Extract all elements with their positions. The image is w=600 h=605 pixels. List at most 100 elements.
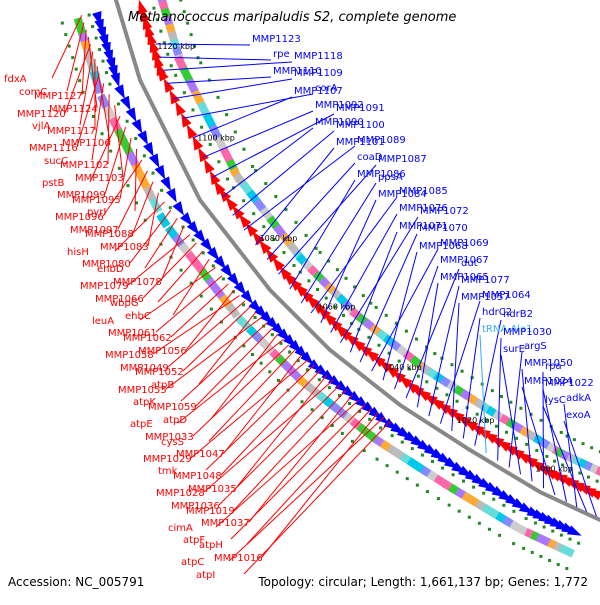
gene-leader-line <box>311 197 397 313</box>
gene-leader-line <box>231 404 365 539</box>
forward-gene-label: MMP1048 <box>173 471 222 482</box>
scale-tick-dot <box>375 306 378 309</box>
reverse-gene-label: ppsA <box>378 172 403 183</box>
scale-tick-dot <box>301 400 304 403</box>
forward-gene-label: MMP1120 <box>17 109 66 120</box>
gene-leader-line <box>67 22 84 91</box>
reverse-gene-label: MMP1030 <box>503 327 552 338</box>
forward-gene-label: atpI <box>196 570 215 581</box>
scale-tick-dot <box>445 393 448 396</box>
scale-tick-dot <box>268 370 271 373</box>
scale-tick-dot <box>274 195 277 198</box>
scale-tick-dot <box>348 402 351 405</box>
reverse-gene-label: MMP1068 <box>419 241 468 252</box>
scale-tick-dot <box>512 510 515 513</box>
scale-tick-dot <box>421 454 424 457</box>
gene-leader-line <box>156 276 222 332</box>
scale-tick-label: 1060 kbp <box>318 303 356 312</box>
scale-tick-dot <box>406 477 409 480</box>
scale-tick-dot <box>462 480 465 483</box>
scale-tick-dot <box>109 150 112 153</box>
forward-gene-label: MMP1028 <box>156 488 205 499</box>
scale-tick-dot <box>271 333 274 336</box>
reverse-gene-label: lysC <box>545 395 566 406</box>
scale-tick-dot <box>461 370 464 373</box>
scale-tick-dot <box>569 538 572 541</box>
scale-tick-dot <box>288 351 291 354</box>
scale-tick-dot <box>500 395 503 398</box>
scale-tick-dot <box>108 83 111 86</box>
forward-gene-label: MMP1059 <box>148 402 197 413</box>
scale-tick-dot <box>217 160 220 163</box>
scale-tick-dot <box>179 0 182 2</box>
reverse-gene-label: dut <box>461 258 478 269</box>
reverse-gene-label: MMP1077 <box>461 275 510 286</box>
reverse-gene-label: rpe <box>273 49 290 60</box>
reverse-gene-label: MMP1070 <box>419 223 468 234</box>
reverse-gene-arrow <box>110 72 119 87</box>
scale-tick-dot <box>282 251 285 254</box>
gene-leader-line <box>236 375 327 488</box>
scale-tick-dot <box>209 143 212 146</box>
scale-tick-dot <box>376 458 379 461</box>
scale-tick-dot <box>448 504 451 507</box>
gene-leader-line <box>267 163 355 260</box>
scale-tick-dot <box>519 407 522 410</box>
gene-leader-line <box>229 417 384 561</box>
scale-tick-dot <box>545 455 548 458</box>
scale-tick-dot <box>260 362 263 365</box>
scale-tick-dot <box>557 563 560 566</box>
scale-tick-dot <box>488 528 491 531</box>
scale-tick-dot <box>71 56 74 59</box>
scale-tick-dot <box>118 167 121 170</box>
reverse-gene-label: MMP1100 <box>336 120 385 131</box>
gene-leader-line <box>186 290 234 350</box>
reverse-gene-arrow <box>132 119 143 134</box>
scale-tick-dot <box>91 25 94 28</box>
scale-tick-dot <box>180 269 183 272</box>
scale-tick-dot <box>64 33 67 36</box>
scale-tick-dot <box>200 126 203 129</box>
scale-tick-dot <box>560 431 563 434</box>
topology-text: Topology: circular; Length: 1,661,137 bp… <box>258 575 588 589</box>
forward-gene-arrow <box>181 113 192 128</box>
scale-tick-dot <box>573 438 576 441</box>
scale-tick-dot <box>254 316 257 319</box>
scale-tick-dot <box>431 460 434 463</box>
scale-tick-dot <box>548 559 551 562</box>
scale-tick-dot <box>305 234 308 237</box>
scale-tick-dot <box>385 314 388 317</box>
scale-tick-dot <box>492 498 495 501</box>
scale-tick-dot <box>509 401 512 404</box>
scale-tick-dot <box>415 338 418 341</box>
scale-tick-dot <box>328 386 331 389</box>
scale-tick-dot <box>401 441 404 444</box>
forward-gene-label: MMP1102 <box>60 160 109 171</box>
scale-tick-label: 1080 kbp <box>260 234 298 243</box>
reverse-gene-arrow <box>172 201 184 215</box>
scale-tick-dot <box>551 530 554 533</box>
scale-tick-dot <box>316 288 319 291</box>
scale-tick-dot <box>426 490 429 493</box>
scale-tick-dot <box>437 497 440 500</box>
forward-gene-label: atpC <box>181 557 204 568</box>
scale-tick-dot <box>68 45 71 48</box>
reverse-gene-label: exoA <box>566 410 591 421</box>
scale-tick-dot <box>75 68 78 71</box>
scale-tick-dot <box>565 567 568 570</box>
scale-tick-dot <box>553 460 556 463</box>
scale-tick-dot <box>242 199 245 202</box>
reverse-gene-label: rpa <box>545 361 562 372</box>
scale-tick-dot <box>159 30 162 33</box>
forward-gene-arrow <box>170 90 181 105</box>
scale-tick-dot <box>345 277 348 280</box>
scale-tick-dot <box>531 551 534 554</box>
scale-tick-dot <box>160 189 163 192</box>
scale-tick-dot <box>294 221 297 224</box>
forward-gene-label: atpE <box>130 419 153 430</box>
gene-leader-line <box>249 395 352 522</box>
gene-leader-line <box>244 146 355 230</box>
forward-gene-label: MMP1058 <box>105 350 154 361</box>
gene-leader-line <box>65 44 91 113</box>
reverse-gene-label: MMP1107 <box>294 86 343 97</box>
